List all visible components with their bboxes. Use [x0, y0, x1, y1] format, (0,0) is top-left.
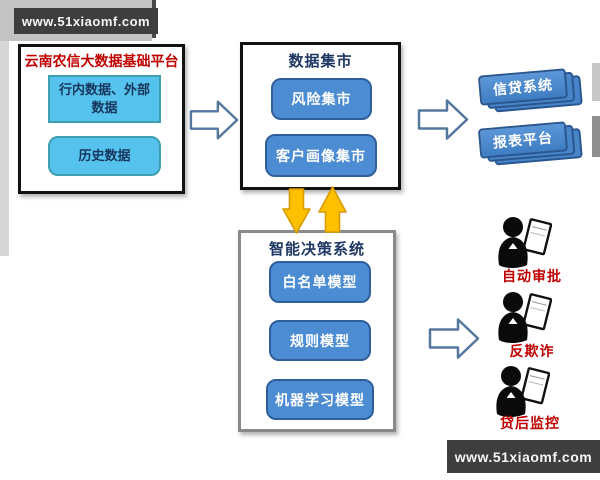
system-card-report: 报表平台	[477, 121, 583, 166]
background-right-strip-top	[592, 63, 600, 101]
watermark-bottom: www.51xiaomf.com	[447, 440, 600, 473]
arrow-right-datamart-to-systems-icon	[417, 99, 469, 140]
arrow-right-platform-to-datamart-icon	[189, 100, 239, 140]
platform-item-internal-external-data: 行内数据、外部数据	[48, 75, 161, 123]
platform-title: 云南农信大数据基础平台	[24, 53, 179, 69]
background-left-strip	[0, 41, 9, 256]
person-document-icon	[498, 292, 552, 343]
datamart-item-risk-mart: 风险集市	[271, 78, 372, 120]
decision-item-whitelist-model: 白名单模型	[269, 261, 371, 303]
person-document-icon	[498, 217, 552, 268]
arrow-up-icon	[318, 186, 347, 233]
decision-item-machine-learning-model: 机器学习模型	[266, 379, 374, 420]
decision-title: 智能决策系统	[268, 241, 365, 258]
application-label-post-loan-monitoring: 贷后监控	[500, 415, 560, 431]
platform-item-history-data: 历史数据	[48, 136, 161, 176]
background-right-strip-bottom	[592, 116, 600, 157]
arrow-right-decision-to-applications-icon	[428, 318, 480, 359]
datamart-box: 数据集市 风险集市 客户画像集市	[240, 42, 401, 190]
watermark-top: www.51xiaomf.com	[14, 8, 158, 34]
datamart-title: 数据集市	[288, 53, 353, 70]
decision-box: 智能决策系统 白名单模型 规则模型 机器学习模型	[238, 230, 396, 432]
arrow-down-icon	[282, 188, 311, 234]
application-label-anti-fraud: 反欺诈	[509, 343, 555, 359]
system-card-credit: 信贷系统	[477, 68, 583, 113]
datamart-item-customer-profile-mart: 客户画像集市	[265, 134, 377, 177]
decision-item-rule-model: 规则模型	[269, 320, 371, 361]
platform-box: 云南农信大数据基础平台 行内数据、外部数据 历史数据	[18, 44, 185, 194]
person-document-icon	[496, 366, 550, 417]
application-label-auto-approval: 自动审批	[502, 268, 562, 284]
